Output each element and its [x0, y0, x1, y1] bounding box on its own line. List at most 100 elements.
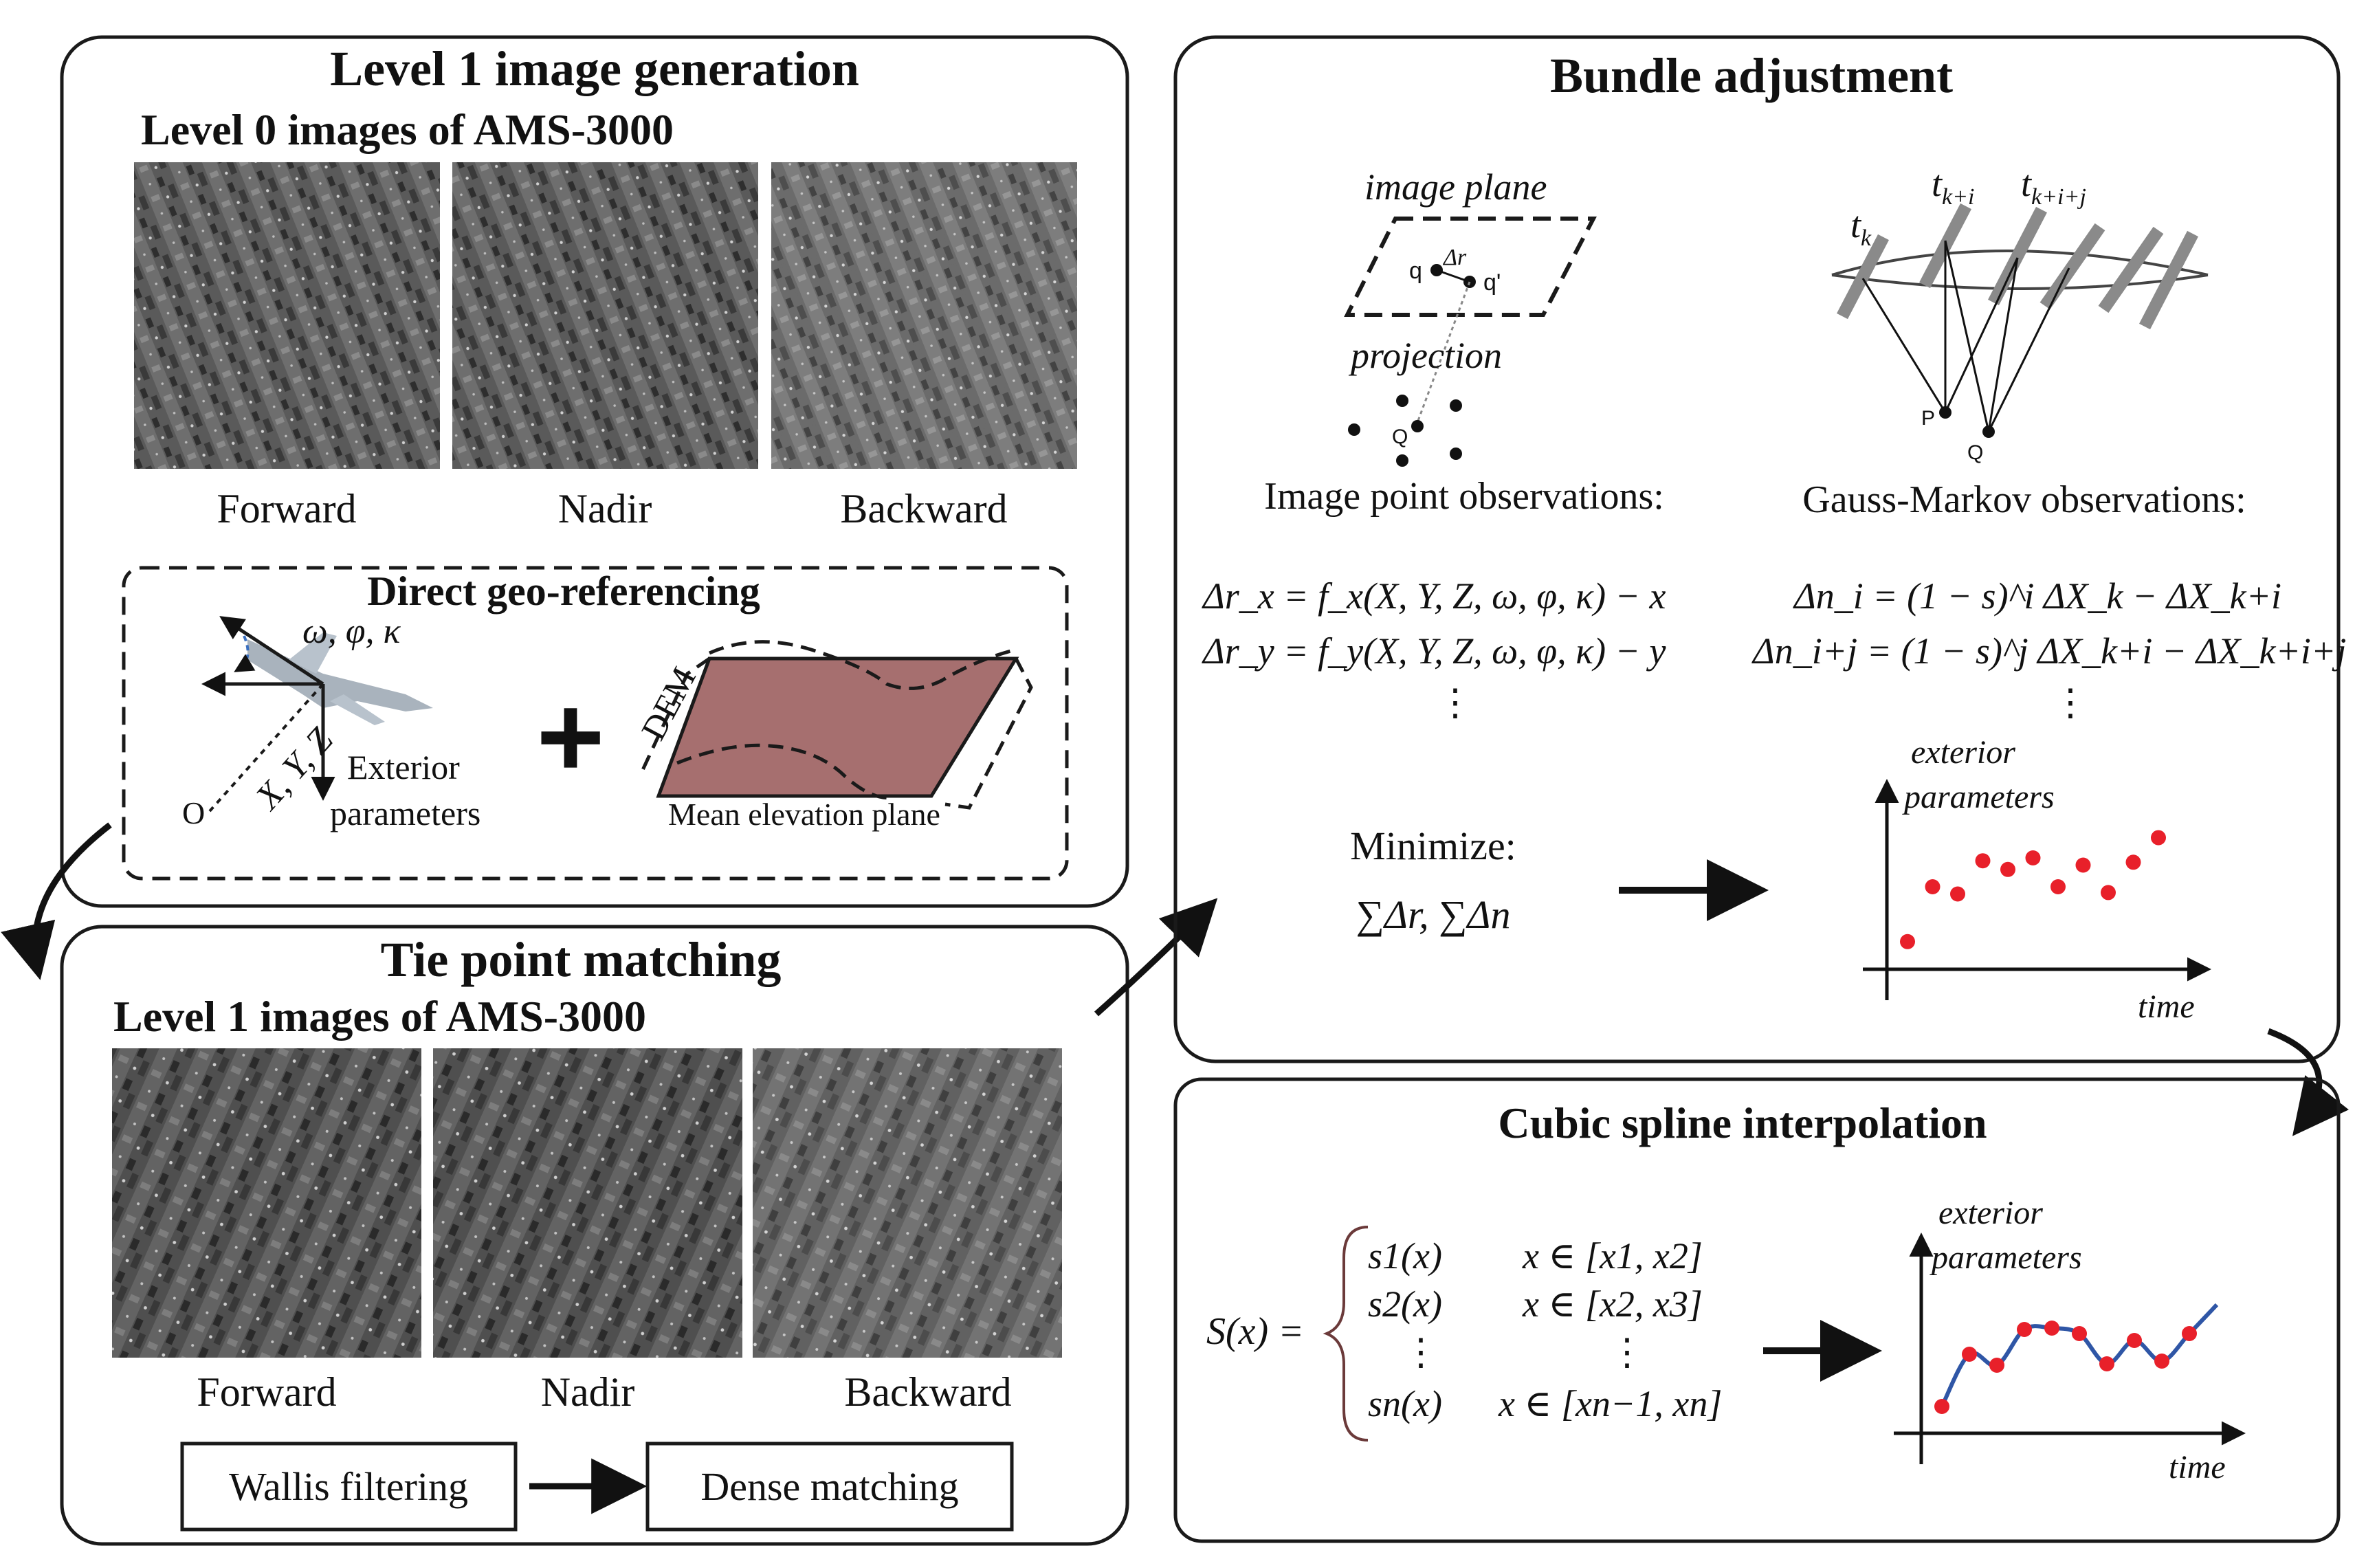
level1-nadir-label: Nadir [541, 1369, 635, 1415]
vdots-left: ⋮ [1437, 682, 1474, 723]
spline-point-9 [2154, 1354, 2169, 1369]
tki-label: tk+i [1932, 163, 1975, 210]
spline-line-plot: exterior parameters time [1894, 1195, 2246, 1486]
spline-row4-dom: x ∈ [xn−1, xn] [1498, 1383, 1722, 1424]
projection-label: projection [1348, 335, 1502, 376]
x-axis-arrow [219, 616, 324, 686]
image-plane-label: image plane [1364, 166, 1547, 208]
tie-panel-border [60, 925, 1129, 1546]
ground-point-5 [1450, 448, 1462, 460]
ray-1 [1861, 278, 1947, 413]
spline-point-4 [2017, 1322, 2032, 1337]
spline-row1-fn: s1(x) [1368, 1235, 1442, 1277]
wallis-label: Wallis filtering [229, 1464, 468, 1509]
ground-point-Q [1411, 420, 1424, 432]
spline-point-5 [2044, 1321, 2059, 1336]
exterior-label-line2: parameters [330, 794, 480, 832]
vdots-right: ⋮ [2052, 682, 2089, 723]
level1-panel-border [60, 35, 1129, 908]
eq-ni: Δn_i = (1 − s)^i ΔX_k − ΔX_k+i [1793, 575, 2281, 617]
spline-ylabel-line1: exterior [1938, 1195, 2043, 1231]
wallis-box [180, 1442, 518, 1532]
scatter-point-8 [2075, 857, 2091, 873]
eq-nij: Δn_i+j = (1 − s)^j ΔX_k+i − ΔX_k+i+j [1751, 630, 2346, 672]
arrow-bundle-to-spline [2267, 1028, 2349, 1136]
scatter-point-5 [2000, 861, 2015, 877]
spline-row2-fn: s2(x) [1368, 1283, 1442, 1325]
bundle-scatter-plot: exterior parameters time [1863, 734, 2211, 1025]
level1-nadir-image [433, 1048, 742, 1358]
spline-point-10 [2182, 1326, 2197, 1341]
eq-rx: Δr_x = f_x(X, Y, Z, ω, φ, κ) − x [1202, 575, 1666, 617]
level1-title: Level 1 image generation [330, 41, 859, 96]
scatter-point-7 [2050, 879, 2066, 894]
level1-forward-label: Forward [197, 1369, 336, 1415]
arrow-level1-to-tie [1, 822, 112, 980]
gm-obs-label: Gauss-Markov observations: [1802, 478, 2246, 521]
scatter-point-11 [2151, 830, 2166, 846]
rotation-arc [234, 635, 256, 672]
dr-line [1436, 269, 1470, 283]
tie-panel: Tie point matching Level 1 images of AMS… [60, 925, 1129, 1546]
Q2-label: Q [1967, 441, 1983, 464]
ground-point-4 [1396, 454, 1408, 467]
level1-forward-image [112, 1048, 421, 1358]
time-bar-3 [1988, 206, 2047, 306]
ray-5 [1987, 267, 2070, 432]
spline-point-8 [2127, 1333, 2142, 1348]
dr-label: Δr [1442, 245, 1467, 270]
level0-forward-label: Forward [217, 486, 356, 531]
dem-top-curve [708, 640, 1017, 690]
scatter-point-2 [1925, 879, 1941, 894]
spline-lhs: S(x) = [1206, 1310, 1304, 1353]
scatter-ylabel-line1: exterior [1911, 734, 2015, 771]
ray-3 [1944, 240, 1990, 432]
dem-left-edge [641, 656, 711, 771]
level1-panel: Level 1 image generation Level 0 images … [60, 35, 1129, 908]
tkij-label: tk+i+j [2021, 163, 2086, 210]
scatter-point-3 [1950, 886, 1965, 902]
trajectory-curve-1 [1831, 250, 2209, 276]
level0-backward-image [771, 162, 1077, 469]
time-bar-4 [2039, 223, 2105, 310]
spline-point-7 [2099, 1356, 2114, 1371]
point-P [1939, 406, 1952, 419]
spline-point-6 [2072, 1326, 2087, 1341]
origin-label: O [182, 795, 205, 830]
direct-georef-title: Direct geo-referencing [367, 568, 760, 614]
spline-point-3 [1989, 1358, 2004, 1373]
level1-subtitle: Level 0 images of AMS-3000 [141, 105, 674, 154]
plane-icon [247, 632, 433, 725]
ground-point-3 [1450, 399, 1462, 412]
direct-georef-box [122, 566, 1069, 881]
minimize-expr: ∑Δr, ∑Δn [1356, 892, 1511, 937]
plus-sign: + [536, 672, 604, 802]
image-plane-shape [1344, 217, 1597, 317]
time-bar-6 [2139, 230, 2198, 330]
level1-backward-label: Backward [844, 1369, 1011, 1415]
minimize-label: Minimize: [1350, 824, 1516, 868]
dem-mid-curve [676, 743, 894, 800]
bundle-panel-border [1173, 35, 2341, 1063]
ground-point-1 [1348, 423, 1360, 436]
ray-4 [1944, 257, 2019, 413]
spline-panel-border [1173, 1077, 2341, 1543]
level0-nadir-label: Nadir [558, 486, 652, 531]
ray-6 [1987, 257, 2019, 432]
tk-label: tk [1850, 204, 1872, 251]
image-obs-label: Image point observations: [1264, 475, 1664, 518]
spline-brace [1323, 1226, 1369, 1442]
bundle-title: Bundle adjustment [1550, 48, 1953, 103]
projection-line [1415, 281, 1471, 427]
dense-label: Dense matching [700, 1464, 958, 1509]
tie-title: Tie point matching [381, 932, 782, 987]
scatter-point-9 [2101, 885, 2116, 901]
angles-label: ω, φ, κ [302, 612, 401, 651]
spline-point-1 [1934, 1399, 1949, 1414]
level0-forward-image [134, 162, 440, 469]
position-label: X, Y, Z [247, 720, 341, 818]
Q-label: Q [1392, 426, 1408, 448]
time-bar-5 [2098, 226, 2164, 313]
level0-nadir-image [452, 162, 758, 469]
spline-row3-fn: ⋮ [1402, 1332, 1439, 1373]
